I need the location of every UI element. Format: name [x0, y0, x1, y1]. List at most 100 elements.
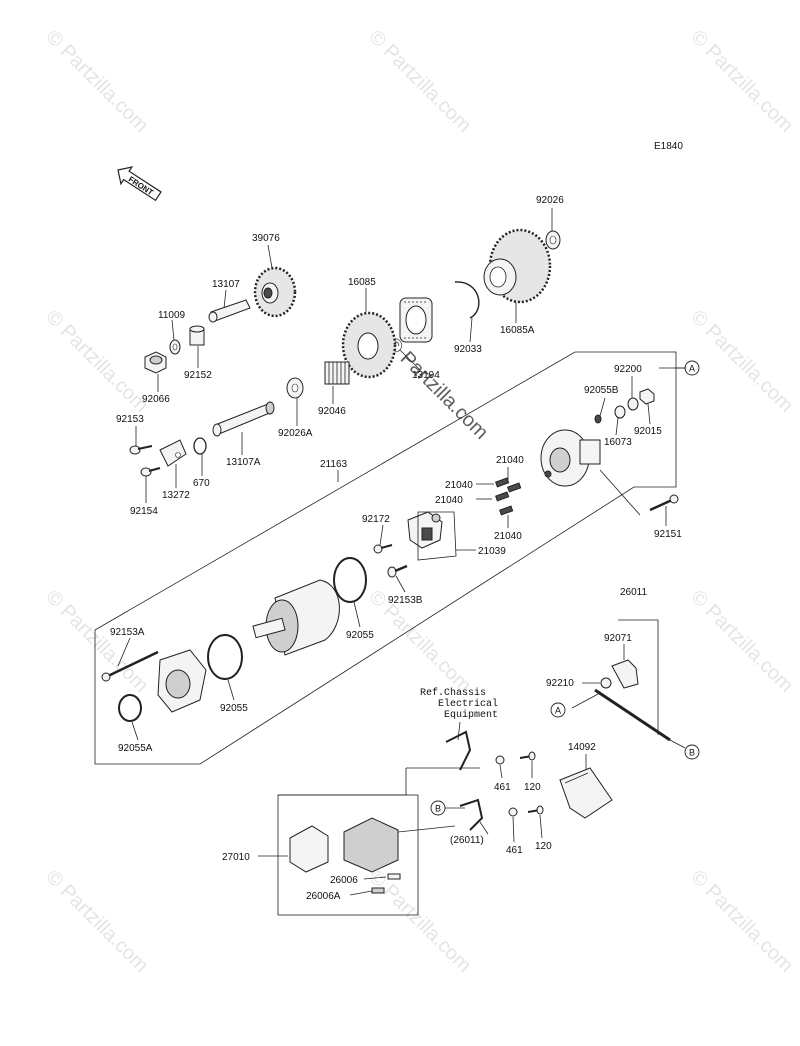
part-92055B-o-ring [594, 414, 602, 424]
watermark: © Partzilla.com [364, 26, 475, 137]
watermark: © Partzilla.com [686, 26, 797, 137]
part-label: 14092 [568, 742, 596, 753]
part-92210-nut [600, 677, 612, 689]
part-label: 16085A [500, 325, 535, 336]
part-label: 92033 [454, 344, 482, 355]
part-label: 26006A [306, 891, 341, 902]
part-26011-cable [571, 688, 686, 749]
watermark: © Partzilla.com [41, 866, 152, 977]
part-92066-plug [144, 351, 167, 374]
part-label: 461 [506, 845, 523, 856]
part-92153B-bolt [387, 564, 408, 578]
ref-note-line: Electrical [438, 698, 498, 710]
part-label: 92026 [536, 195, 564, 206]
part-92055-o-ring-lower [207, 634, 243, 680]
watermark: © Partzilla.com [41, 26, 152, 137]
part-92055-o-ring-upper [333, 557, 367, 603]
part-27010-relay-outline [277, 794, 419, 916]
starter-assembly-outline [94, 351, 677, 765]
part-label: 120 [524, 782, 541, 793]
part-label: 92055 [346, 630, 374, 641]
part-16073-washer [614, 405, 626, 419]
ref-note-line: Ref.Chassis [420, 687, 486, 699]
part-120-bolt [519, 751, 544, 815]
part-labels: 39076 13107 11009 92152 92066 16085 9202… [110, 195, 682, 902]
part-label: 21040 [445, 480, 473, 491]
part-92153A-bolt [101, 650, 159, 682]
svg-text:B: B [435, 804, 441, 814]
watermark: © Partzilla.com [686, 306, 797, 417]
part-670-o-ring [193, 437, 207, 455]
part-13107A-shaft [212, 401, 275, 437]
part-16085-gear [341, 311, 397, 379]
part-label: 26011 [620, 587, 648, 598]
svg-text:A: A [555, 706, 561, 716]
part-label: 13272 [162, 490, 190, 501]
part-label: 11009 [158, 310, 186, 321]
part-label: 461 [494, 782, 511, 793]
svg-text:B: B [689, 748, 695, 758]
part-16085-one-way-clutch [399, 297, 433, 343]
part-11009-washer [169, 339, 181, 355]
callout-a-lower: A [550, 702, 566, 718]
part-label: 92055 [220, 703, 248, 714]
part-21039-brush-holder [407, 511, 443, 549]
part-92026A-washer [286, 377, 304, 399]
leader-lines [117, 208, 686, 896]
part-label: 92071 [604, 633, 632, 644]
part-13107-shaft [208, 299, 251, 323]
part-label: 92151 [654, 529, 682, 540]
part-21163-end-cover [540, 429, 601, 487]
part-label: 92172 [362, 514, 390, 525]
part-label: 21040 [494, 531, 522, 542]
part-label: 120 [535, 841, 552, 852]
front-label: FRONT [127, 175, 155, 198]
part-92071-cap [611, 659, 639, 689]
part-label: 92055B [584, 385, 619, 396]
part-label: 39076 [252, 233, 280, 244]
watermark: © Partzilla.com [686, 586, 797, 697]
part-92055A-o-ring [118, 694, 142, 722]
part-label: 27010 [222, 852, 250, 863]
part-label: 92153B [388, 595, 423, 606]
part-92172-screw [373, 544, 393, 554]
part-label: 92210 [546, 678, 574, 689]
svg-text:A: A [689, 364, 695, 374]
part-14092-cover [559, 767, 613, 819]
watermark: © Partzilla.com [686, 866, 797, 977]
part-label: 92026A [278, 428, 313, 439]
part-label: 92153A [110, 627, 145, 638]
part-label: 21040 [435, 495, 463, 506]
part-label: 670 [193, 478, 210, 489]
part-terminal-bracket [445, 730, 484, 831]
part-label: 92046 [318, 406, 346, 417]
part-16085A-gear [483, 228, 552, 304]
part-92033-circlip [454, 281, 480, 319]
diagram-code: E1840 [654, 141, 683, 152]
watermark: © Partzilla.com [41, 306, 152, 417]
part-label: 13107 [212, 279, 240, 290]
part-label: 92055A [118, 743, 153, 754]
part-front-cover [157, 649, 207, 713]
watermark: © Partzilla.com [364, 866, 475, 977]
part-26006-fuse [371, 873, 401, 894]
part-label: (26011) [450, 835, 484, 846]
part-92154-bolt [140, 467, 161, 477]
watermark-layer: © Partzilla.com © Partzilla.com © Partzi… [41, 26, 797, 977]
part-label: 92066 [142, 394, 170, 405]
part-label: 92153 [116, 414, 144, 425]
part-label: 21163 [320, 459, 348, 470]
part-21040-brush [495, 477, 522, 516]
part-label: 21039 [478, 546, 506, 557]
part-label: 92200 [614, 364, 642, 375]
part-92200-washer [627, 397, 639, 411]
ref-note-line: Equipment [444, 709, 498, 721]
ref-note: Ref.Chassis Electrical Equipment [420, 687, 498, 721]
part-92153-bolt [129, 445, 153, 455]
part-label: 13194 [412, 370, 440, 381]
part-label: 21040 [496, 455, 524, 466]
part-13272-plate [159, 439, 187, 467]
part-label: 13107A [226, 457, 261, 468]
part-26011-bracket-outline [618, 619, 659, 735]
